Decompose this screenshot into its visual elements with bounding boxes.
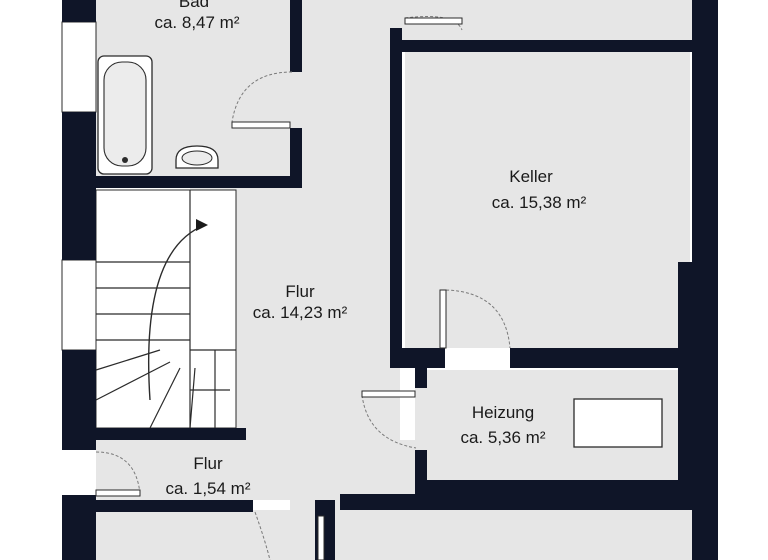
room-area-flur-small: ca. 1,54 m² (165, 479, 250, 498)
room-bad: Bad ca. 8,47 m² (154, 0, 239, 32)
room-name-bad: Bad (179, 0, 209, 11)
floor-areas (96, 0, 692, 560)
room-flur-main: Flur ca. 14,23 m² (253, 282, 348, 322)
room-area-bad: ca. 8,47 m² (154, 13, 239, 32)
staircase (95, 189, 237, 429)
walls (62, 0, 718, 560)
room-name-heizung: Heizung (472, 403, 534, 422)
stair-arrow-icon (196, 219, 208, 231)
room-area-flur-main: ca. 14,23 m² (253, 303, 348, 322)
room-keller: Keller ca. 15,38 m² (492, 167, 587, 212)
room-name-flur-main: Flur (285, 282, 315, 301)
door-leaves (95, 17, 463, 560)
floor-bottom-left (96, 510, 321, 560)
washbasin-icon (175, 145, 219, 169)
windows (61, 21, 97, 351)
room-name-keller: Keller (509, 167, 553, 186)
room-name-flur-small: Flur (193, 454, 223, 473)
floor-keller (405, 52, 690, 348)
room-heizung: Heizung ca. 5,36 m² (460, 403, 545, 447)
room-area-keller: ca. 15,38 m² (492, 193, 587, 212)
room-area-heizung: ca. 5,36 m² (460, 428, 545, 447)
floor-corridor-link (290, 180, 400, 510)
boiler-icon (573, 398, 663, 448)
bathtub-icon (97, 55, 153, 175)
room-flur-small: Flur ca. 1,54 m² (165, 454, 250, 498)
doors (95, 16, 511, 560)
